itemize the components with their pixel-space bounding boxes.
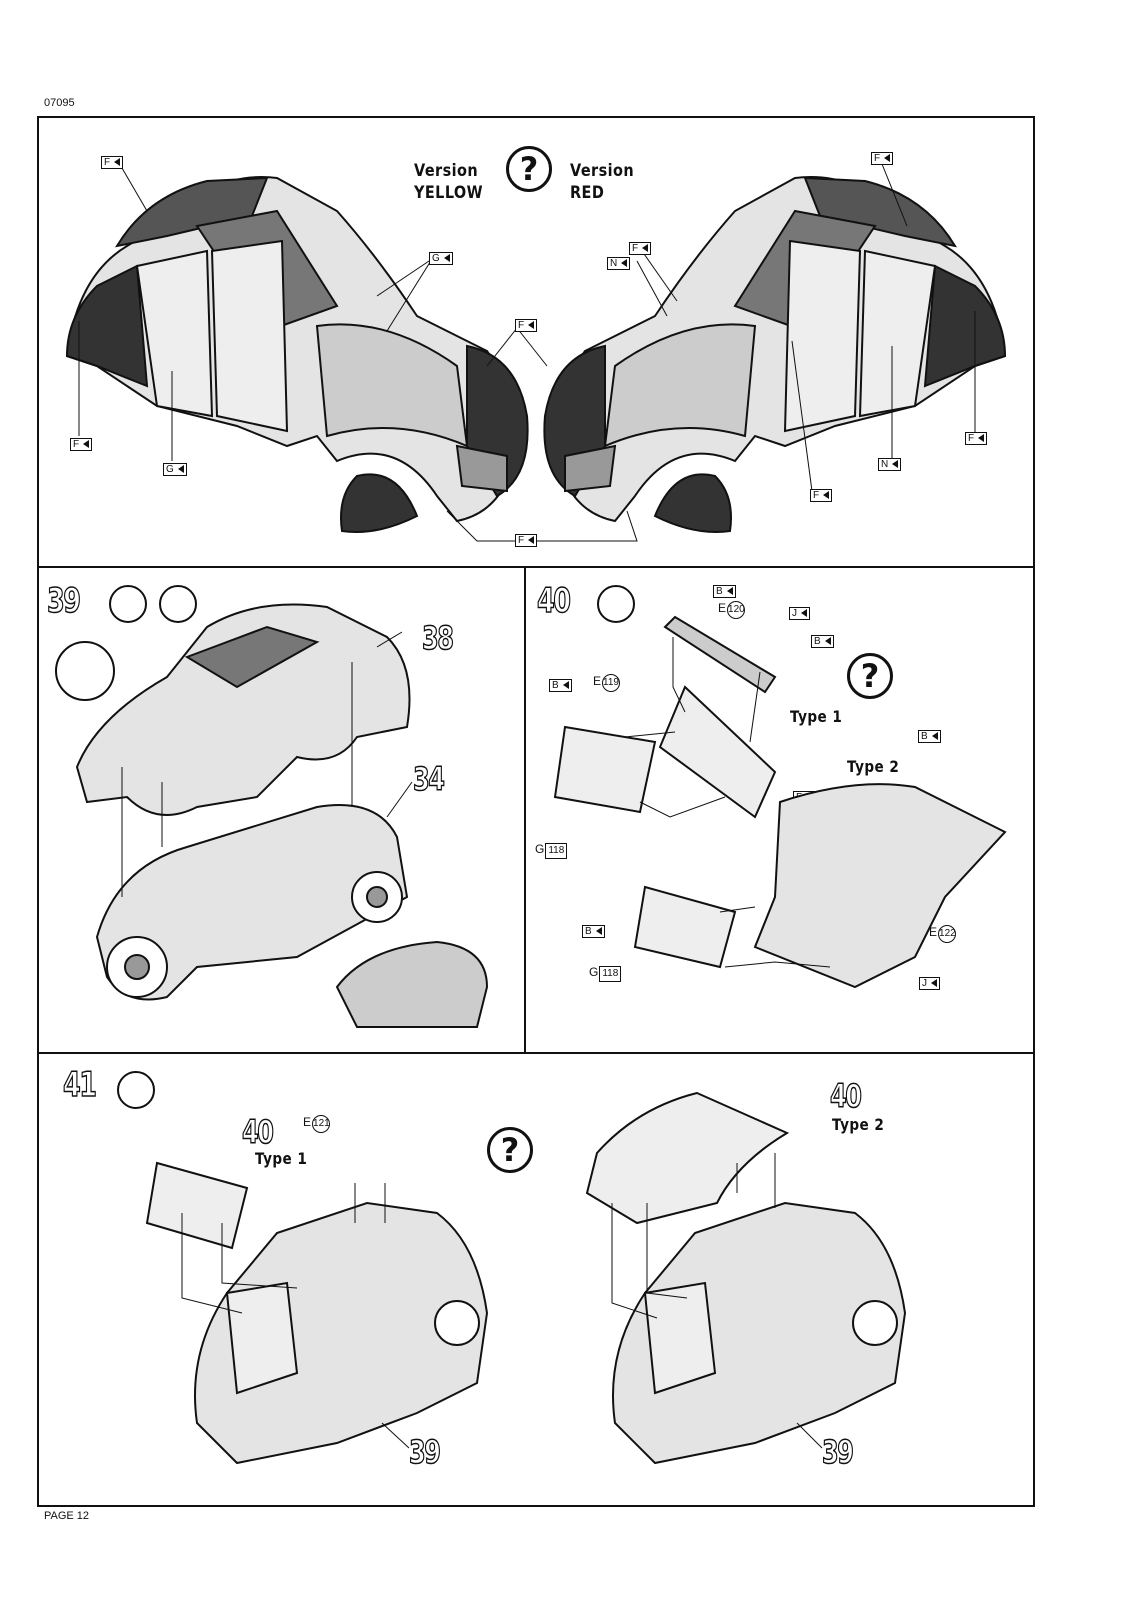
reference-step-39: 39	[821, 1432, 854, 1472]
paint-callout-f: F	[629, 242, 652, 255]
step-39-illustration	[75, 603, 489, 1028]
glue-icon	[597, 585, 635, 623]
paint-callout-b: B	[918, 730, 941, 743]
step-41-illustration	[145, 1091, 907, 1465]
paint-callout-f: F	[515, 534, 538, 547]
version-red-label: Version RED	[570, 160, 634, 204]
color-red: RED	[570, 183, 605, 203]
paint-callout-g: G	[429, 252, 453, 265]
reference-step-39: 39	[408, 1432, 441, 1472]
tape-icon	[159, 585, 197, 623]
question-icon: ?	[506, 146, 552, 192]
paint-callout-b: B	[549, 679, 572, 692]
left-car-body	[65, 176, 529, 533]
paint-callout-f: F	[810, 489, 833, 502]
page-number: PAGE 12	[44, 1510, 90, 1522]
glue-icon	[109, 585, 147, 623]
step-39-arrows	[121, 631, 413, 897]
paint-callout-f: F	[515, 319, 538, 332]
leader-lines	[78, 163, 976, 542]
version-yellow-label: Version YELLOW	[414, 160, 483, 204]
color-version-panel: Version YELLOW ? Version RED F F G G F F…	[37, 116, 1035, 567]
version-word-left: Version	[414, 161, 479, 181]
paint-callout-f: F	[70, 438, 93, 451]
paint-callout-g: G	[163, 463, 187, 476]
version-word-right: Version	[570, 161, 635, 181]
step-40-arrows	[624, 637, 831, 968]
paint-callout-b: B	[811, 635, 834, 648]
paint-callout-b: B	[582, 925, 605, 938]
paint-callout-n: N	[878, 458, 902, 471]
type-2-label: Type 2	[832, 1115, 885, 1134]
color-yellow: YELLOW	[414, 183, 484, 203]
right-car-body	[543, 176, 1007, 533]
paint-callout-j: J	[919, 977, 940, 990]
reference-step-40: 40	[829, 1076, 862, 1116]
paint-callout-b: B	[713, 585, 736, 598]
type-1-label: Type 1	[255, 1149, 308, 1168]
step-number: 40	[536, 580, 571, 622]
type-2-label: Type 2	[847, 757, 900, 776]
step-41-arrows	[181, 1153, 823, 1449]
reference-step-34: 34	[412, 759, 445, 799]
instruction-frame	[37, 116, 1035, 1507]
paint-callout-n: N	[607, 257, 631, 270]
step-number: 39	[46, 580, 81, 622]
document-code: 07095	[44, 97, 75, 109]
reference-step-38: 38	[421, 618, 454, 658]
clock-drying-icon	[55, 641, 115, 701]
car-body-illustrations	[65, 163, 1007, 542]
paint-callout-f: F	[871, 152, 894, 165]
type-1-label: Type 1	[790, 707, 843, 726]
paint-callout-f: F	[101, 156, 124, 169]
question-icon: ?	[487, 1127, 533, 1173]
step-39-panel: 39 38 34	[37, 567, 525, 1053]
step-40-illustration	[553, 615, 1007, 989]
glue-icon	[117, 1071, 155, 1109]
step-number: 41	[62, 1064, 97, 1106]
reference-step-40: 40	[241, 1112, 274, 1152]
paint-callout-f: F	[965, 432, 988, 445]
question-icon: ?	[847, 653, 893, 699]
paint-callout-j: J	[789, 607, 810, 620]
